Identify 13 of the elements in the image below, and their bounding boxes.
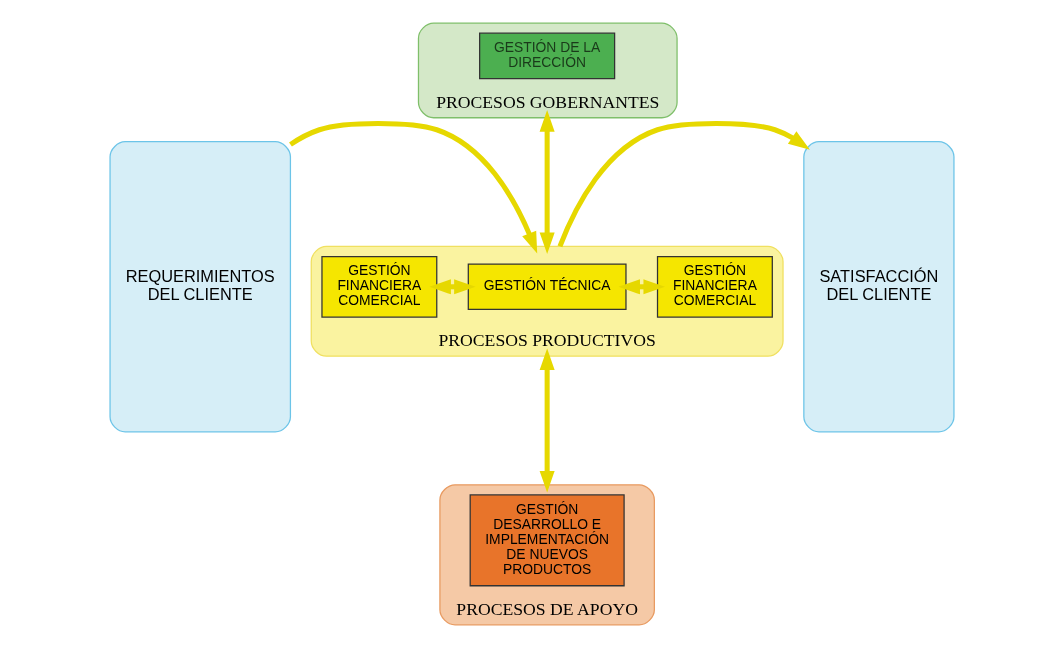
node-box: GESTIÓN TÉCNICA — [467, 263, 627, 311]
node-box: GESTIÓN DE LA DIRECCIÓN — [478, 32, 615, 80]
arrow — [539, 110, 555, 255]
node-box: GESTIÓN DESARROLLO E IMPLEMENTACIÓN DE NUEVOS PRODUCTOS — [469, 494, 625, 587]
arrow — [539, 348, 555, 493]
node-box: GESTIÓN FINANCIERA COMERCIAL — [320, 255, 437, 318]
node-box: GESTIÓN FINANCIERA COMERCIAL — [656, 255, 773, 318]
node-box: REQUERIMIENTOS DEL CLIENTE — [108, 141, 291, 433]
arrow — [557, 121, 810, 248]
node-box: SATISFACCIÓN DEL CLIENTE — [802, 141, 955, 433]
arrow — [288, 121, 537, 254]
arrow — [617, 279, 665, 295]
arrow — [428, 279, 476, 295]
